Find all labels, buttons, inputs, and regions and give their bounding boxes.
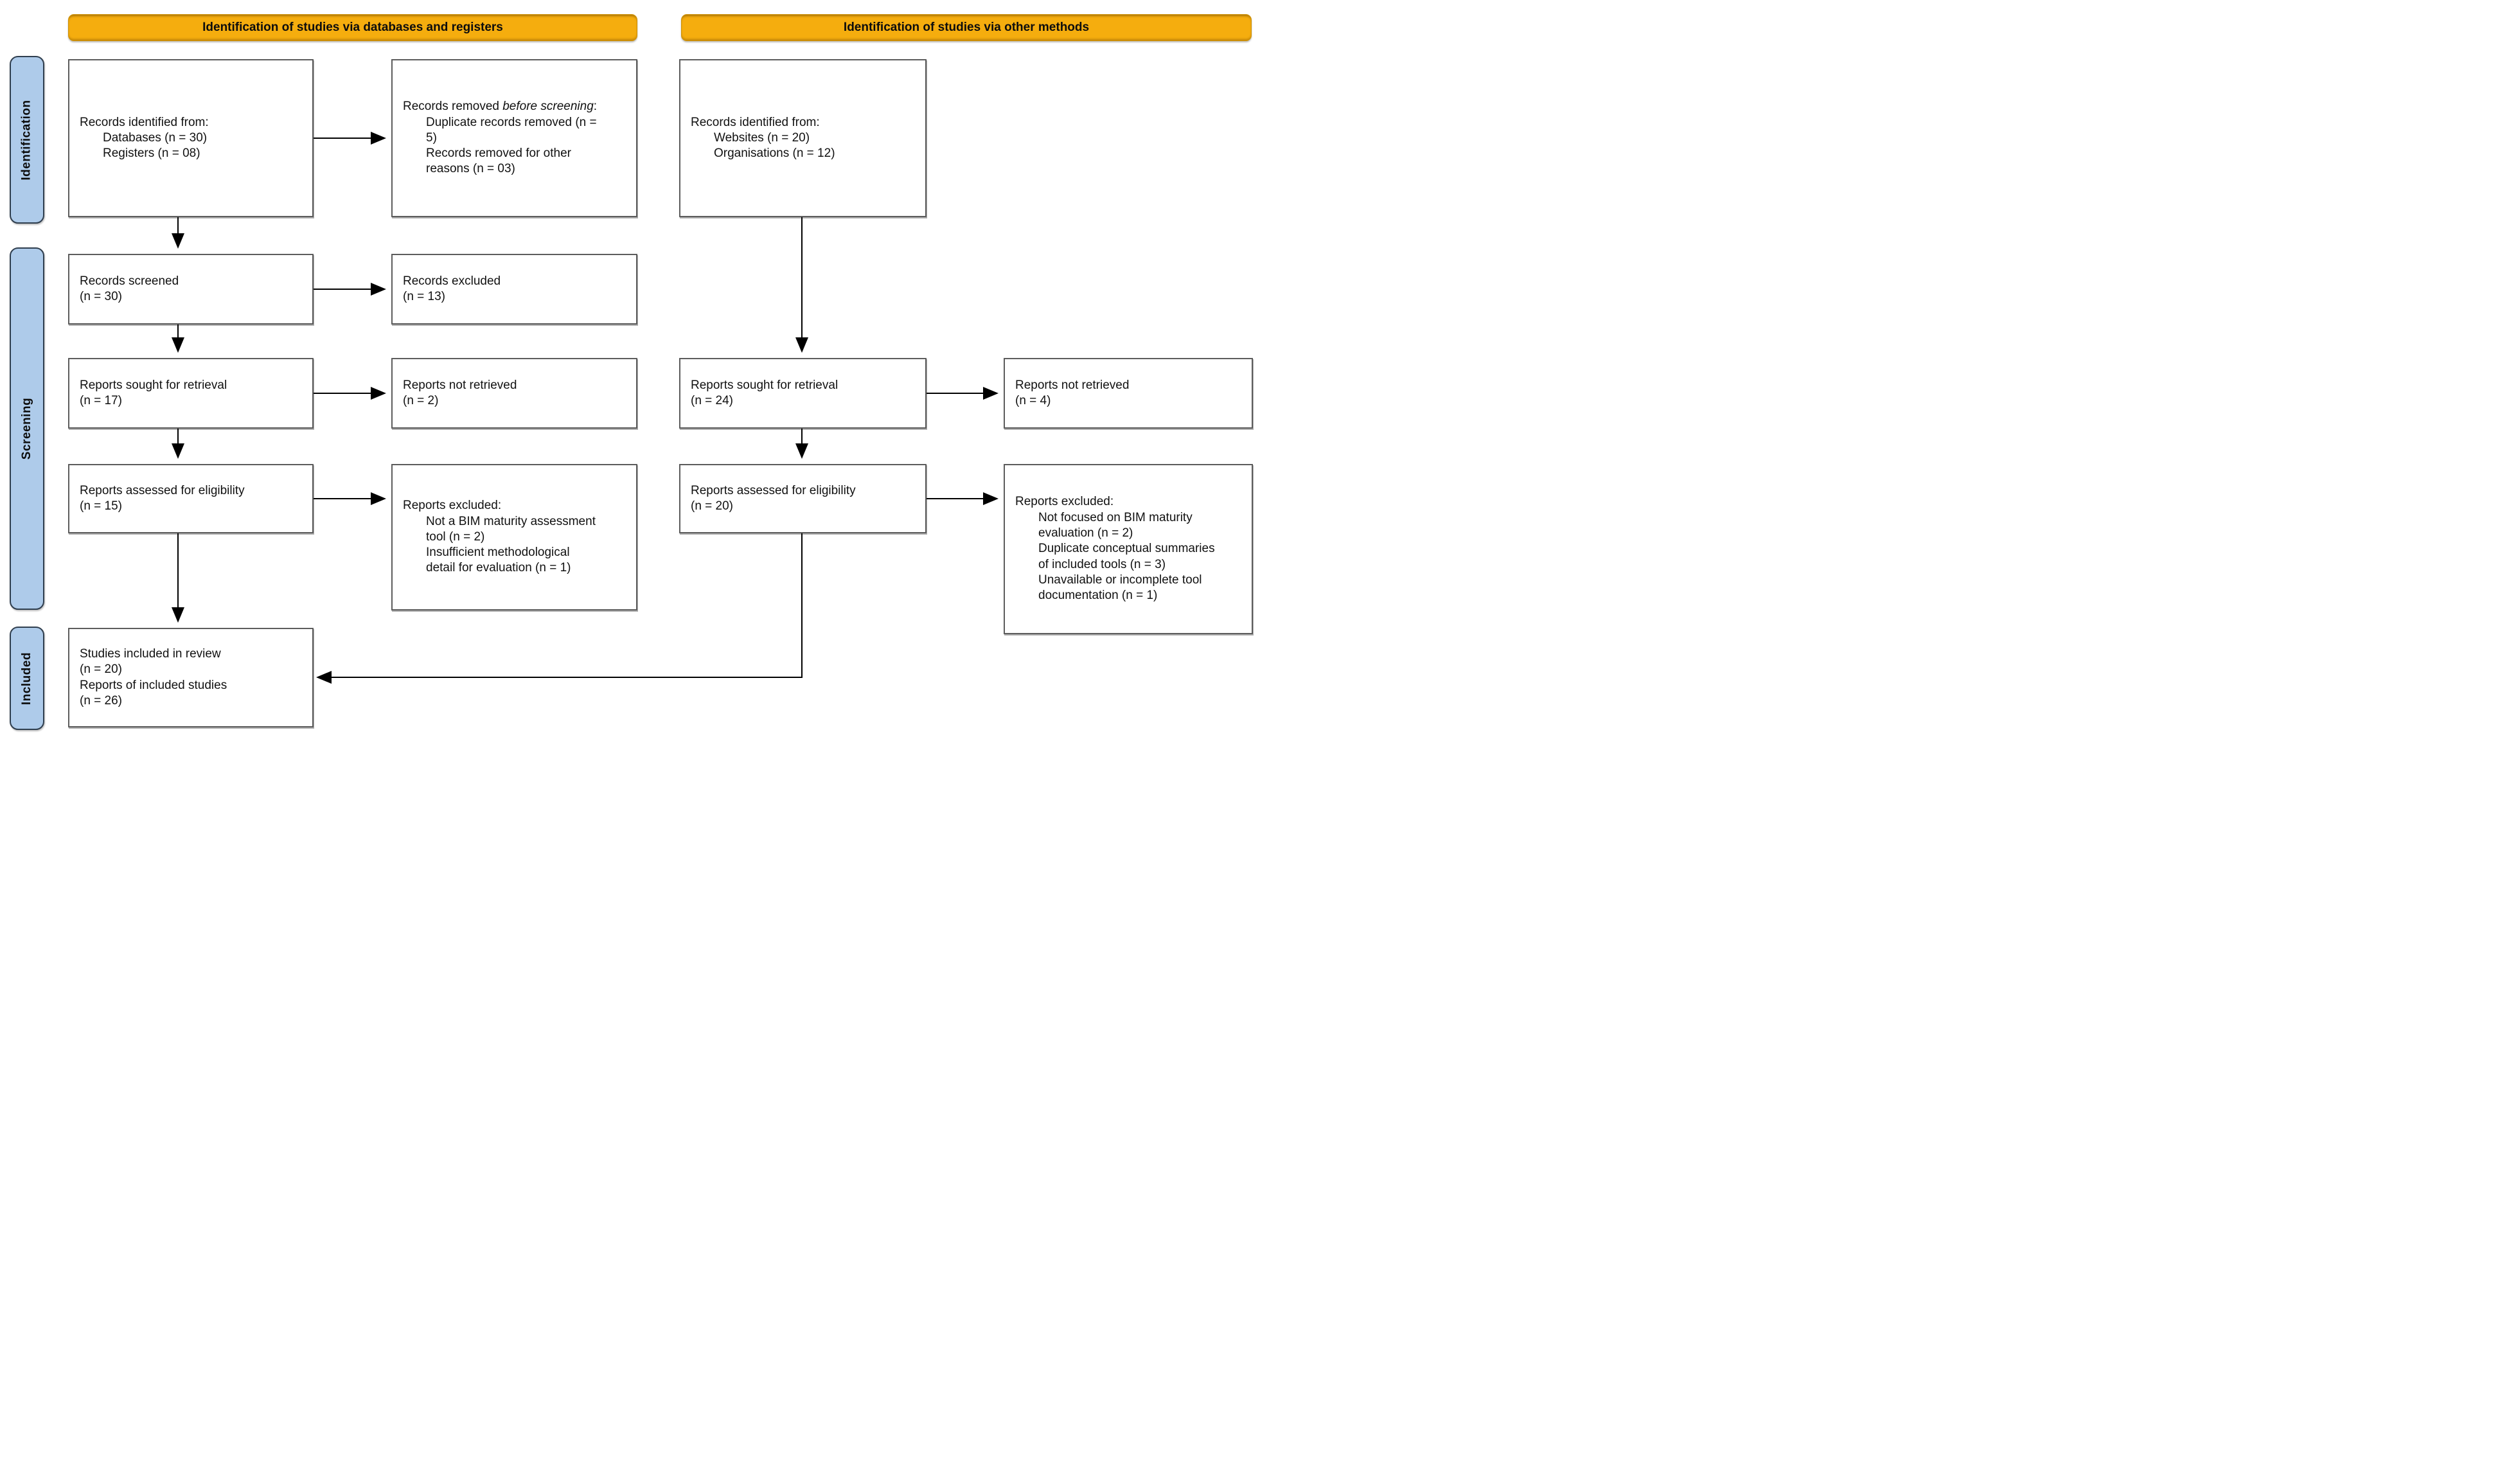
records-screened-line1: Records screened bbox=[80, 274, 179, 288]
studies-included-line2: (n = 20) bbox=[80, 663, 123, 677]
reports-excluded-other-title: Reports excluded: bbox=[1015, 495, 1114, 509]
reports-sought-other-line1: Reports sought for retrieval bbox=[691, 378, 839, 392]
box-records-excluded: Records excluded (n = 13) bbox=[391, 254, 637, 325]
records-removed-title-italic: before screening bbox=[502, 100, 594, 114]
banner-databases-registers-label: Identification of studies via databases … bbox=[202, 21, 503, 34]
stage-label-included-text: Included bbox=[20, 652, 33, 705]
reports-not-retrieved-db-line2: (n = 2) bbox=[403, 394, 439, 407]
reports-sought-db-line2: (n = 17) bbox=[80, 394, 123, 407]
box-records-removed-before-screening: Records removed before screening: Duplic… bbox=[391, 59, 637, 217]
records-removed-title-suffix: : bbox=[593, 100, 598, 114]
records-removed-item-other-reasons: Records removed for other reasons (n = 0… bbox=[426, 147, 571, 176]
records-identified-db-item-registers: Registers (n = 08) bbox=[103, 147, 200, 161]
reports-sought-db-line1: Reports sought for retrieval bbox=[80, 378, 227, 392]
reports-not-retrieved-db-line1: Reports not retrieved bbox=[403, 378, 517, 392]
box-reports-assessed-databases: Reports assessed for eligibility (n = 15… bbox=[68, 464, 314, 533]
banner-other-methods-label: Identification of studies via other meth… bbox=[843, 21, 1090, 34]
stage-label-screening-text: Screening bbox=[20, 397, 33, 460]
box-reports-sought-databases: Reports sought for retrieval (n = 17) bbox=[68, 358, 314, 429]
box-reports-sought-other: Reports sought for retrieval (n = 24) bbox=[679, 358, 927, 429]
reports-not-retrieved-other-line2: (n = 4) bbox=[1015, 394, 1051, 407]
stage-label-identification-text: Identification bbox=[20, 99, 34, 181]
records-identified-other-item-websites: Websites (n = 20) bbox=[714, 130, 810, 145]
reports-sought-other-line2: (n = 24) bbox=[691, 394, 734, 407]
reports-excluded-db-item-not-bim: Not a BIM maturity assessment tool (n = … bbox=[426, 514, 596, 544]
reports-excluded-other-item-not-focused: Not focused on BIM maturity evaluation (… bbox=[1038, 510, 1193, 540]
reports-assessed-db-line1: Reports assessed for eligibility bbox=[80, 483, 245, 497]
box-reports-assessed-other: Reports assessed for eligibility (n = 20… bbox=[679, 464, 927, 533]
box-reports-not-retrieved-other: Reports not retrieved (n = 4) bbox=[1004, 358, 1253, 429]
records-identified-other-title: Records identified from: bbox=[691, 115, 820, 129]
records-screened-line2: (n = 30) bbox=[80, 290, 123, 303]
box-records-identified-other: Records identified from: Websites (n = 2… bbox=[679, 59, 927, 217]
box-reports-not-retrieved-databases: Reports not retrieved (n = 2) bbox=[391, 358, 637, 429]
records-identified-other-item-organisations: Organisations (n = 12) bbox=[714, 147, 835, 161]
reports-not-retrieved-other-line1: Reports not retrieved bbox=[1015, 378, 1130, 392]
reports-excluded-other-item-unavailable: Unavailable or incomplete tool documenta… bbox=[1038, 573, 1202, 603]
records-removed-title: Records removed before screening: bbox=[403, 99, 600, 114]
box-records-screened: Records screened (n = 30) bbox=[68, 254, 314, 325]
reports-excluded-other-item-duplicate-summaries: Duplicate conceptual summaries of includ… bbox=[1038, 542, 1215, 571]
stage-label-included: Included bbox=[10, 627, 44, 730]
records-removed-item-duplicates: Duplicate records removed (n = 5) bbox=[426, 115, 597, 145]
reports-assessed-db-line2: (n = 15) bbox=[80, 499, 123, 513]
stage-label-identification: Identification bbox=[10, 56, 44, 224]
banner-databases-registers: Identification of studies via databases … bbox=[68, 14, 637, 41]
box-records-identified-databases: Records identified from: Databases (n = … bbox=[68, 59, 314, 217]
prisma-flow-diagram: Identification of studies via databases … bbox=[0, 0, 1260, 734]
studies-included-line4: (n = 26) bbox=[80, 693, 123, 708]
records-excluded-line2: (n = 13) bbox=[403, 290, 446, 303]
reports-excluded-db-title: Reports excluded: bbox=[403, 499, 502, 513]
records-identified-db-title: Records identified from: bbox=[80, 115, 209, 129]
studies-included-line1: Studies included in review bbox=[80, 646, 221, 661]
reports-assessed-other-line1: Reports assessed for eligibility bbox=[691, 483, 856, 497]
banner-other-methods: Identification of studies via other meth… bbox=[681, 14, 1252, 41]
records-removed-title-prefix: Records removed bbox=[403, 100, 503, 114]
reports-excluded-db-item-insufficient: Insufficient methodological detail for e… bbox=[426, 546, 571, 575]
box-reports-excluded-other: Reports excluded: Not focused on BIM mat… bbox=[1004, 464, 1253, 634]
box-studies-included: Studies included in review (n = 20) Repo… bbox=[68, 628, 314, 727]
studies-included-line3: Reports of included studies bbox=[80, 678, 227, 692]
box-reports-excluded-databases: Reports excluded: Not a BIM maturity ass… bbox=[391, 464, 637, 610]
stage-label-screening: Screening bbox=[10, 247, 44, 610]
records-identified-db-item-databases: Databases (n = 30) bbox=[103, 130, 208, 145]
reports-assessed-other-line2: (n = 20) bbox=[691, 499, 734, 513]
records-excluded-line1: Records excluded bbox=[403, 274, 501, 288]
